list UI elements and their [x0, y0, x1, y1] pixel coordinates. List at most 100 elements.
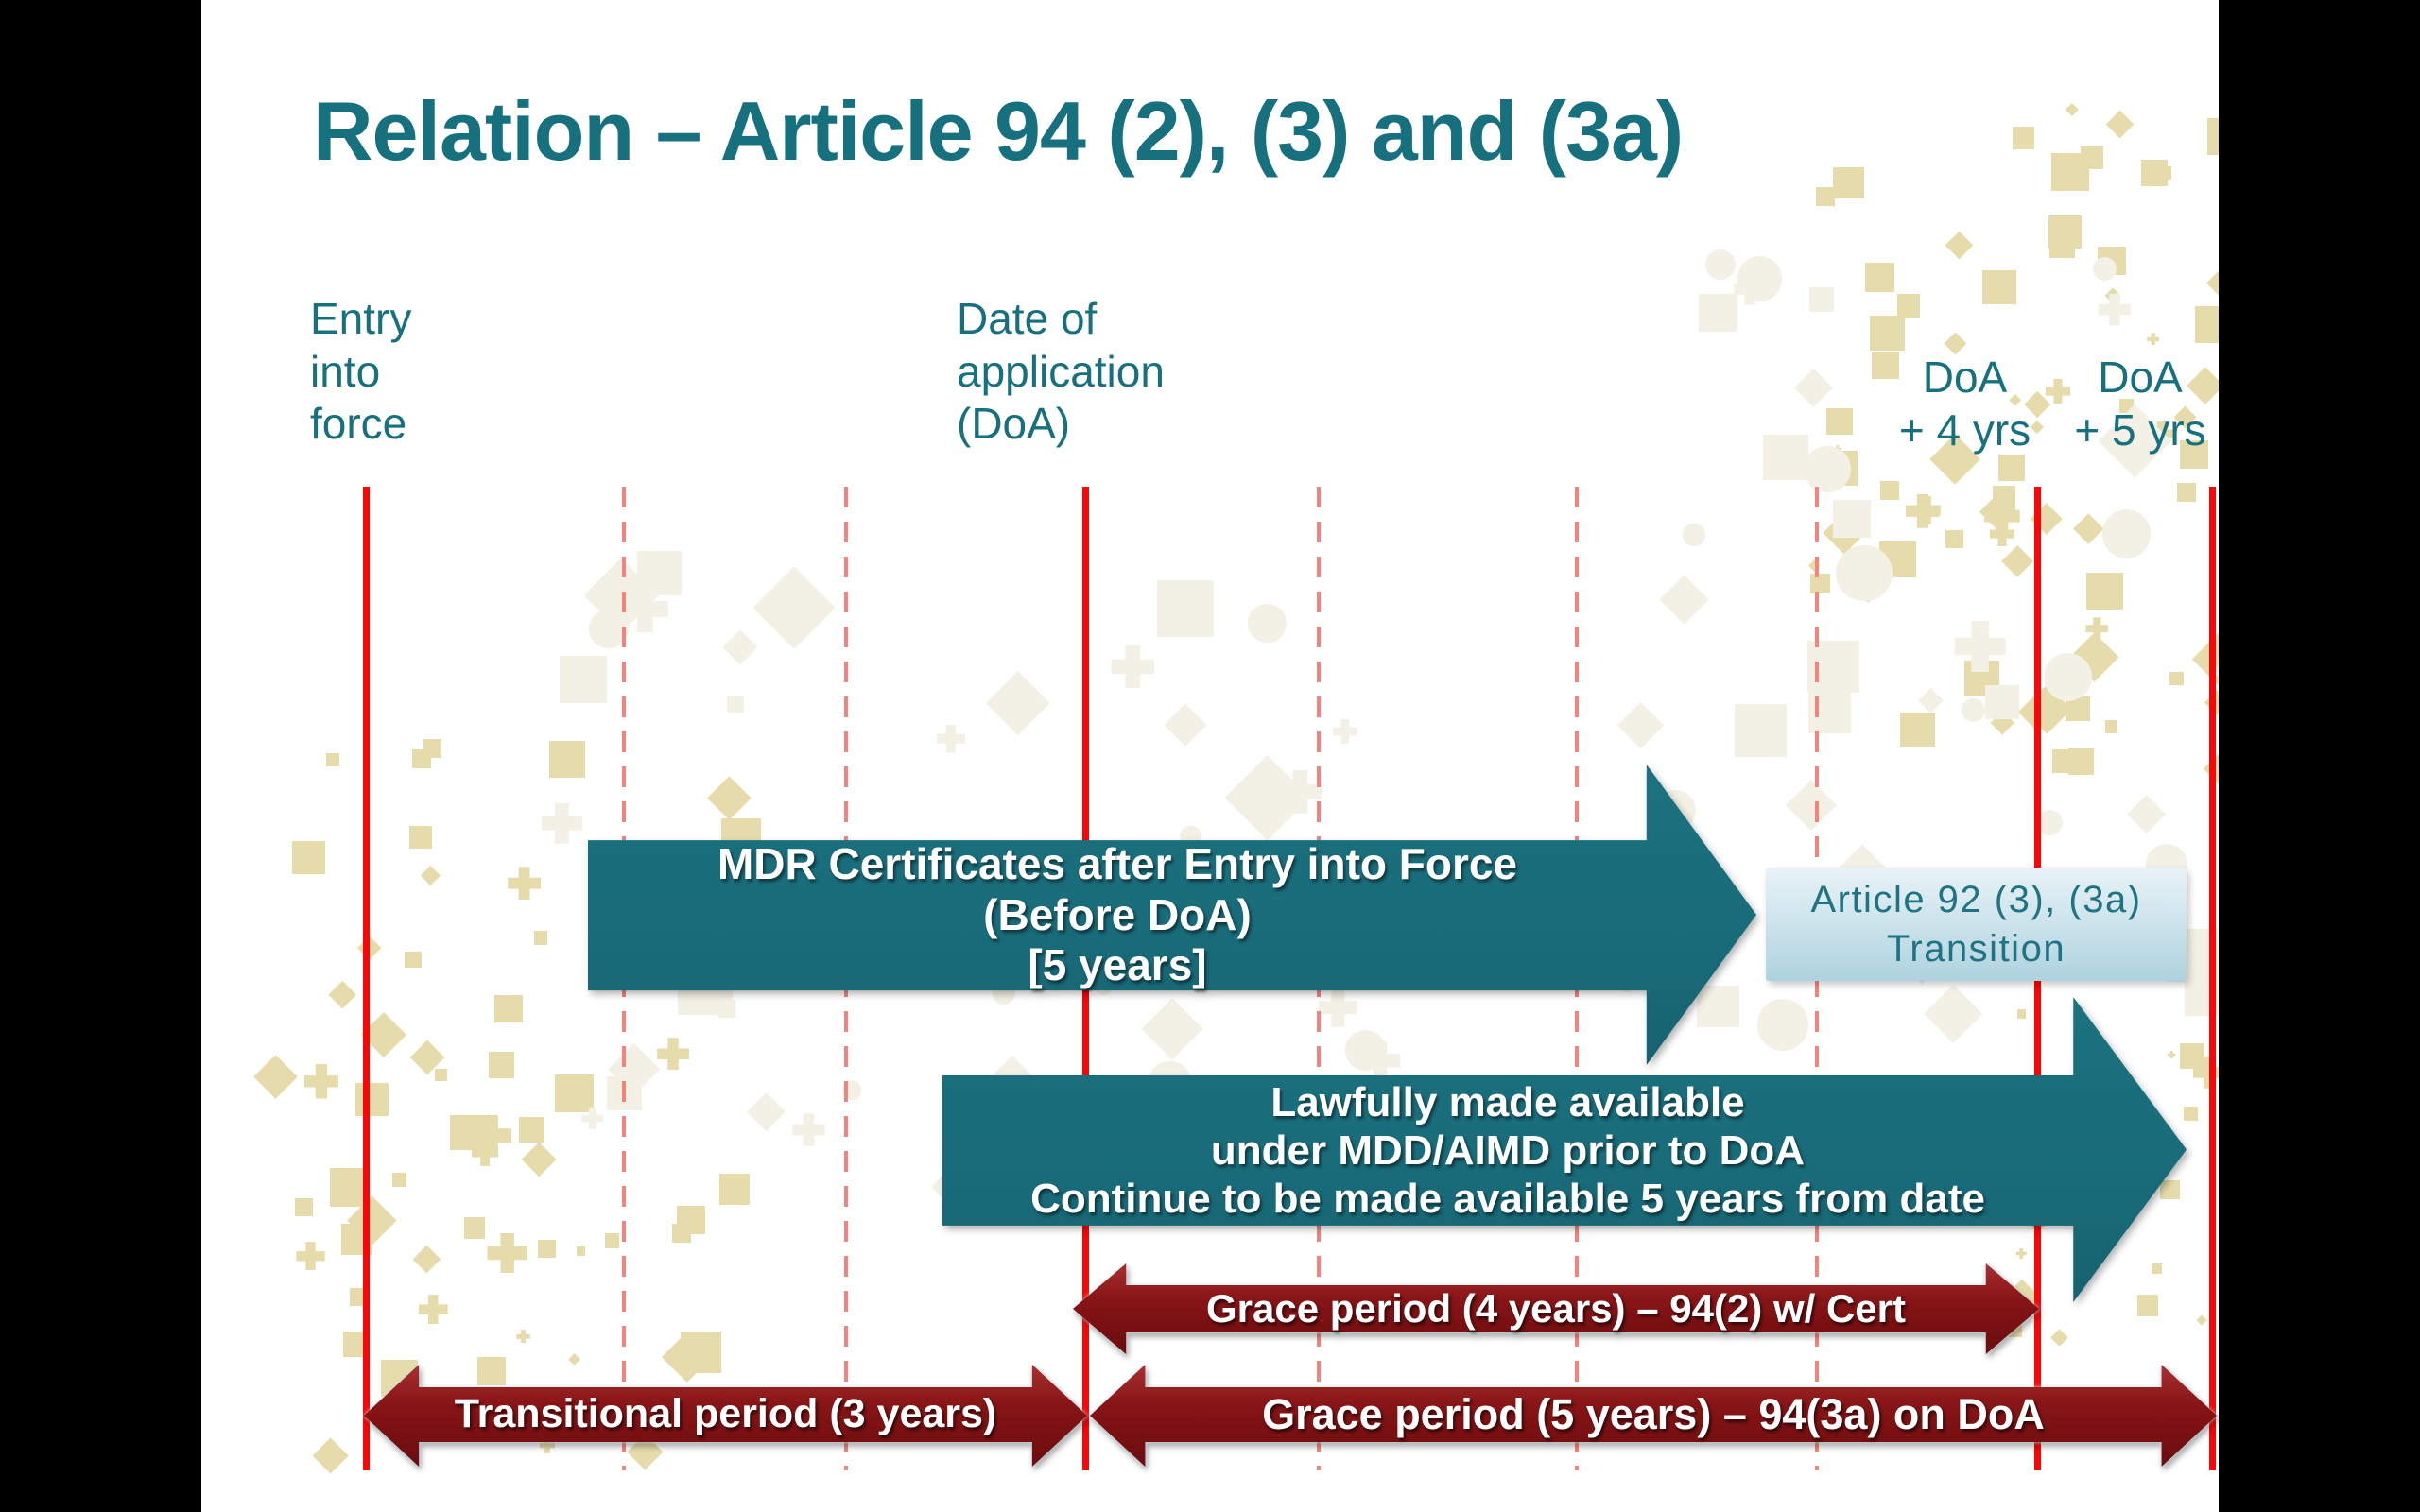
decor-shape [2052, 749, 2077, 774]
decor-shape [1248, 604, 1287, 643]
decor-shape [2158, 166, 2171, 180]
decor-shape [559, 655, 608, 704]
decor-shape [1825, 407, 1854, 436]
decor-shape [1833, 166, 1864, 198]
decor-shape [2050, 1329, 2068, 1347]
decor-shape [412, 748, 432, 768]
decor-shape [1900, 713, 1935, 747]
label-line: DoA [1922, 352, 2008, 402]
decor-shape [677, 1205, 706, 1234]
decor-shape [1734, 704, 1787, 757]
decor-shape [1698, 293, 1737, 333]
decor-shape [312, 1437, 349, 1474]
decor-shape [537, 1239, 556, 1258]
decor-shape [1659, 575, 1709, 626]
decor-shape [1962, 698, 1986, 722]
decor-shape [1963, 661, 1999, 696]
decor-shape [2099, 293, 2131, 326]
decor-shape [2101, 509, 2152, 558]
decor-shape [2106, 110, 2135, 139]
label-line: + 4 yrs [1898, 404, 2031, 455]
decor-shape [1809, 286, 1835, 312]
decor-shape [2213, 127, 2219, 140]
decor-shape [1616, 702, 1664, 749]
decor-shape [604, 1233, 620, 1248]
decor-shape [296, 1242, 325, 1271]
decor-shape [303, 1064, 339, 1099]
decor-shape [2104, 287, 2122, 305]
arrow-text: Lawfully made available under MDD/AIMD p… [942, 1075, 2073, 1226]
decor-shape [1864, 262, 1894, 292]
decor-shape [752, 566, 836, 649]
decor-shape [1816, 186, 1836, 206]
arrow-text-line: MDR Certificates after Entry into Force [717, 839, 1518, 889]
decor-shape [516, 1330, 530, 1344]
decor-shape [555, 1074, 594, 1113]
decor-shape [420, 866, 441, 886]
callout-line: Transition [1886, 928, 2066, 970]
decor-shape [2021, 684, 2071, 734]
decor-shape [1982, 270, 2016, 304]
arrow-text-line: Continue to be made available 5 years fr… [1030, 1176, 1985, 1223]
decor-shape [2141, 160, 2169, 186]
label-line: into [310, 346, 381, 396]
arrow-text: Grace period (5 years) – 94(3a) on DoA [1145, 1387, 2162, 1442]
decor-shape [294, 1198, 313, 1217]
slide-title: Relation – Article 94 (2), (3) and (3a) [313, 84, 1684, 178]
label-date-of-application: Date of application (DoA) [957, 293, 1165, 451]
decor-shape [253, 1054, 298, 1099]
decor-shape [412, 1245, 441, 1273]
decor-shape [727, 696, 744, 713]
decor-shape [471, 1139, 499, 1167]
decor-shape [986, 670, 1050, 735]
decor-shape [722, 629, 758, 665]
decor-shape [521, 1142, 557, 1177]
decor-shape [418, 1295, 448, 1325]
decor-shape [1985, 684, 2019, 719]
decor-shape [1997, 454, 2025, 481]
decor-shape [508, 867, 541, 901]
decor-shape [392, 1173, 407, 1188]
decor-shape [1820, 662, 1849, 691]
arrow-text-line: Grace period (5 years) – 94(3a) on DoA [1262, 1389, 2045, 1438]
decor-shape [326, 752, 340, 766]
decor-shape [2012, 127, 2035, 149]
decor-shape [1911, 495, 1941, 524]
label-doa-plus-5-yrs: DoA + 5 yrs [2061, 352, 2219, 456]
arrow-text: Transitional period (3 years) [419, 1387, 1032, 1442]
decor-shape [405, 951, 422, 969]
label-doa-plus-4-yrs: DoA + 4 yrs [1887, 352, 2043, 456]
decor-shape [1979, 492, 2018, 531]
decor-shape [2043, 652, 2092, 701]
decor-shape [1989, 521, 2015, 547]
decor-shape [2193, 971, 2211, 988]
label-line: + 5 yrs [2074, 404, 2206, 455]
decor-shape [576, 1246, 586, 1256]
decor-shape [2050, 153, 2089, 192]
decor-shape [1683, 524, 1705, 546]
decor-shape [1870, 315, 1906, 352]
decor-shape [718, 1173, 751, 1205]
decor-shape [531, 1152, 542, 1162]
decor-shape [1332, 719, 1357, 744]
decor-shape [1836, 545, 1893, 602]
decor-shape [2085, 572, 2123, 610]
decor-shape [518, 1116, 544, 1143]
decor-shape [2066, 696, 2091, 722]
decor-shape [1905, 493, 1940, 528]
decor-shape [463, 1217, 486, 1240]
decor-shape [1704, 249, 1737, 281]
decor-shape [354, 1082, 389, 1116]
timeline-doa-plus-5-line [2209, 487, 2216, 1470]
decor-shape [1734, 273, 1766, 305]
decor-shape [1822, 511, 1865, 555]
decor-shape [1853, 572, 1885, 604]
decor-shape [408, 825, 432, 849]
decor-shape [792, 1113, 825, 1146]
decor-shape [2176, 483, 2196, 503]
arrow-text: Grace period (4 years) – 94(2) w/ Cert [1126, 1285, 1986, 1332]
decor-shape [2001, 544, 2034, 578]
decor-shape [2049, 232, 2075, 259]
decor-shape [1879, 541, 1916, 578]
